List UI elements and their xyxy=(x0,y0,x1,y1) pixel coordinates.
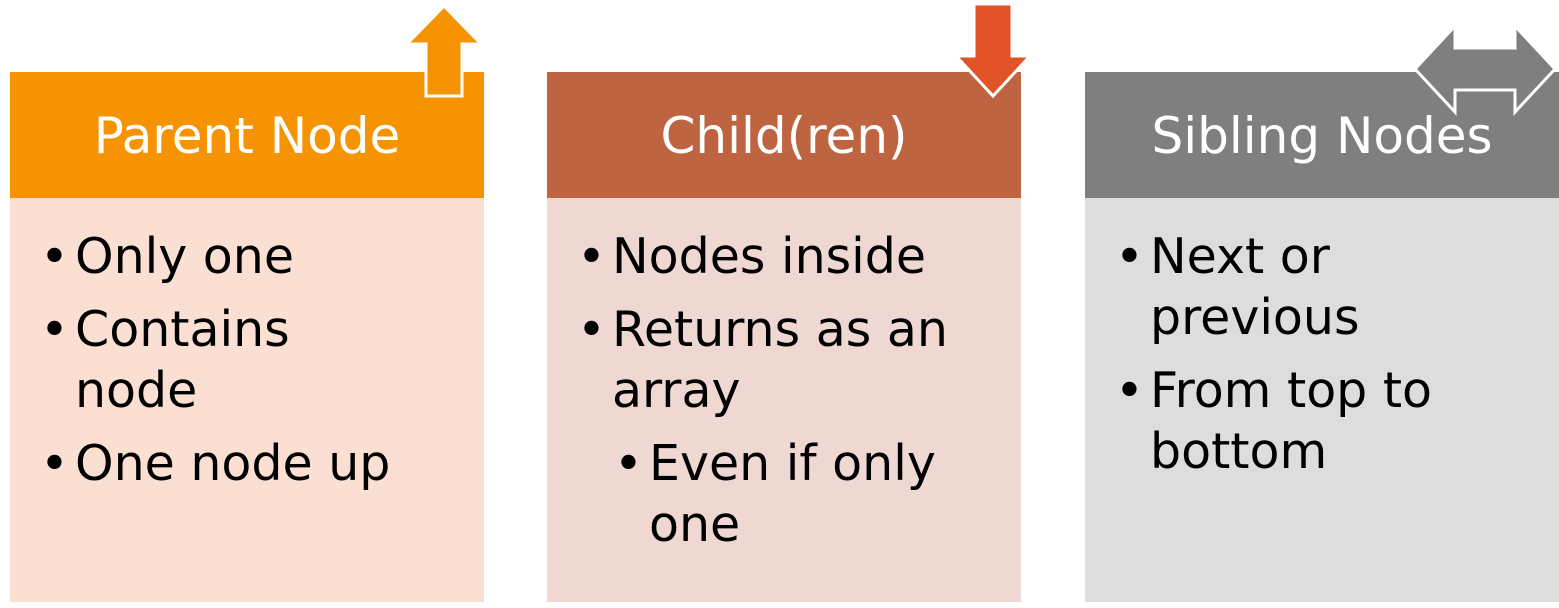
left-right-arrow-icon xyxy=(1413,22,1557,116)
up-arrow-icon xyxy=(405,4,483,98)
parent-node-bullets: Only one Contains node One node up xyxy=(40,226,474,494)
bullet-item: Contains node xyxy=(40,299,325,421)
parent-node-body: Only one Contains node One node up xyxy=(10,198,484,602)
bullet-item: Next or previous xyxy=(1115,226,1400,348)
sibling-nodes-title: Sibling Nodes xyxy=(1151,107,1493,165)
bullet-item: Only one xyxy=(40,226,474,287)
parent-node-title: Parent Node xyxy=(93,107,401,165)
parent-node-card: Parent Node Only one Contains node One n… xyxy=(10,72,484,602)
bullet-item: One node up xyxy=(40,433,474,494)
children-title: Child(ren) xyxy=(660,107,908,165)
sibling-nodes-body: Next or previous From top to bottom xyxy=(1085,198,1559,602)
bullet-item: Returns as an array xyxy=(577,299,992,421)
sibling-nodes-header: Sibling Nodes xyxy=(1085,72,1559,198)
children-header: Child(ren) xyxy=(547,72,1021,198)
children-bullets: Nodes inside Returns as an array Even if… xyxy=(577,226,1011,555)
bullet-item: Nodes inside xyxy=(577,226,1011,287)
bullet-item: From top to bottom xyxy=(1115,360,1480,482)
parent-node-header: Parent Node xyxy=(10,72,484,198)
sub-bullet-item: Even if only one xyxy=(614,433,969,555)
sibling-nodes-card: Sibling Nodes Next or previous From top … xyxy=(1085,72,1559,602)
down-arrow-icon xyxy=(953,2,1033,99)
children-body: Nodes inside Returns as an array Even if… xyxy=(547,198,1021,602)
sibling-nodes-bullets: Next or previous From top to bottom xyxy=(1115,226,1549,482)
children-card: Child(ren) Nodes inside Returns as an ar… xyxy=(547,72,1021,602)
